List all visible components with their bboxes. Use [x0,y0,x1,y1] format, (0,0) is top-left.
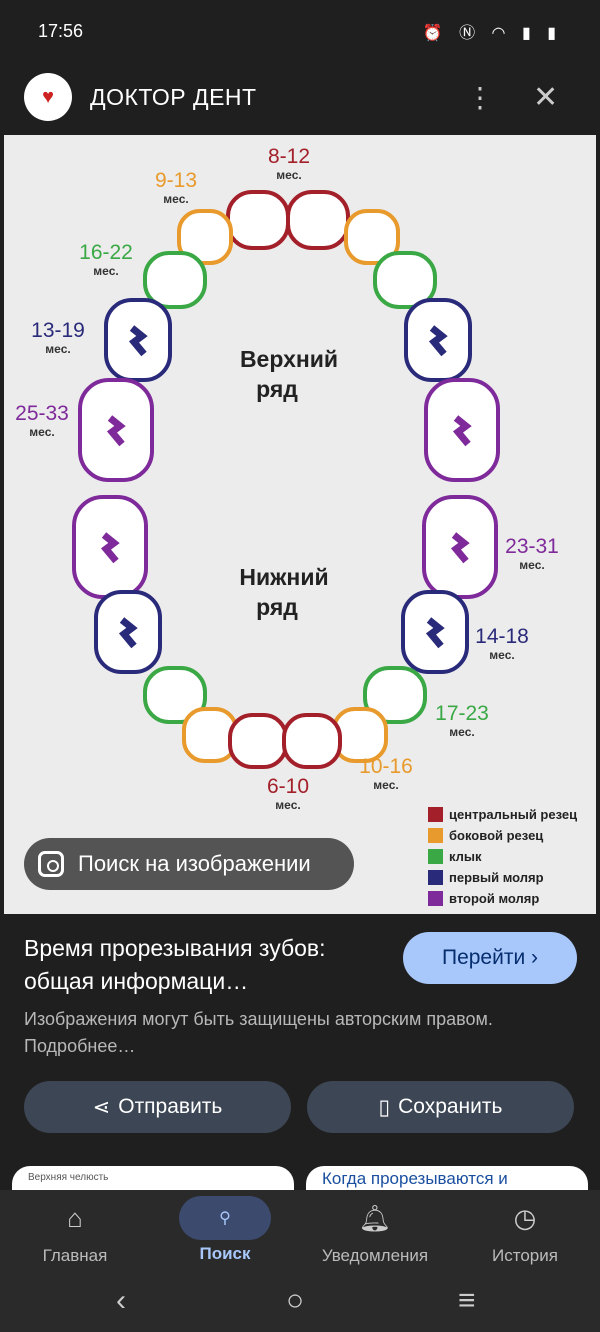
thumb-text: Верхняя челюсть [28,1172,109,1183]
molar-mark [452,415,472,447]
related-thumb-2[interactable]: Когда прорезываются и [306,1166,588,1190]
tooth-u-central [286,190,350,250]
tooth-l-canine [143,666,207,724]
nav-label: Уведомления [321,1246,429,1265]
home-circle-icon[interactable]: ○ [286,1284,305,1317]
age-unit: мес. [275,798,300,812]
age-label: 8-12 [268,145,310,168]
status-icons: ⏰ Ⓝ ◠ ▮ ▮ [422,25,562,42]
age-unit: мес. [45,342,70,356]
age-unit: мес. [29,425,54,439]
molar-mark [128,325,148,357]
status-bar: 17:56 ⏰ Ⓝ ◠ ▮ ▮ [0,0,600,62]
molar-mark [450,532,470,564]
age-label: 6-10 [267,775,309,798]
copyright-note[interactable]: Изображения могут быть защищены авторски… [24,1009,493,1056]
bottom-nav: ⌂ Главная ⚲ Поиск 🔔︎ Уведомления ◷ История [0,1190,600,1280]
legend-label: клык [449,849,482,864]
age-unit: мес. [93,264,118,278]
tooth-l-canine [363,666,427,724]
tooth-u-canine [373,251,437,309]
age-unit: мес. [449,725,474,739]
legend-label: боковой резец [449,828,543,843]
site-logo: ♥ [24,73,72,121]
nav-label: История [492,1246,558,1265]
molar-mark [428,325,448,357]
lens-label: Поиск на изображении [78,851,311,876]
molar-mark [106,415,126,447]
tooth-l-central [228,713,288,769]
tooth-u-canine [143,251,207,309]
thumb-text: Когда прорезываются и [322,1169,508,1188]
nav-search[interactable]: ⚲ Поиск [150,1190,300,1264]
nav-label: Поиск [199,1244,251,1263]
visit-button[interactable]: Перейти › [403,932,577,984]
legend-swatch [428,828,443,843]
molar-mark [118,617,138,649]
lens-search-button[interactable]: Поиск на изображении [24,838,354,890]
legend-label: центральный резец [449,807,577,822]
legend-swatch [428,891,443,906]
search-icon: ⚲ [179,1196,271,1240]
result-title[interactable]: Время прорезывания зубов: общая информац… [24,935,326,994]
home-icon: ⌂ [67,1202,83,1233]
nav-notifications[interactable]: 🔔︎ Уведомления [300,1190,450,1266]
tooth-u-central [226,190,290,250]
age-unit: мес. [373,778,398,792]
molar-mark [425,617,445,649]
related-thumb-1[interactable]: Верхняя челюсть [12,1166,294,1190]
age-unit: мес. [519,558,544,572]
age-label: 13-19 [31,319,85,342]
close-icon[interactable]: ✕ [533,80,559,114]
upper-row-label: ряд [256,376,298,402]
legend-label: второй моляр [449,891,539,906]
system-nav: ‹ ○ ≡ [0,1280,600,1332]
age-label: 14-18 [475,625,529,648]
lower-row-label: Нижний [239,564,328,590]
tooth-l-central [282,713,342,769]
age-label: 25-33 [15,402,69,425]
recents-icon[interactable]: ≡ [458,1284,476,1317]
age-label: 16-22 [79,241,133,264]
tooth-u-lateral [177,209,233,265]
age-unit: мес. [163,192,188,206]
back-icon[interactable]: ‹ [116,1284,126,1317]
legend-swatch [428,807,443,822]
legend-swatch [428,870,443,885]
bookmark-icon: ▯ [378,1095,391,1119]
save-button[interactable]: ▯ Сохранить [307,1081,574,1133]
site-title: ДОКТОР ДЕНТ [90,83,257,110]
age-unit: мес. [489,648,514,662]
tooth-u-lateral [344,209,400,265]
share-icon: ⋖ [92,1095,111,1119]
age-label: 23-31 [505,535,559,558]
teeth-diagram: 8-12мес.9-13мес.16-22мес.13-19мес.25-33м… [15,145,577,906]
header: ♥ ДОКТОР ДЕНТ ⋮ ✕ [0,62,600,132]
bell-icon: 🔔︎ [358,1202,392,1233]
age-unit: мес. [276,168,301,182]
nav-history[interactable]: ◷ История [450,1190,600,1266]
share-button[interactable]: ⋖ Отправить [24,1081,291,1133]
lower-row-label: ряд [256,594,298,620]
molar-mark [100,532,120,564]
history-icon: ◷ [513,1202,537,1233]
share-label: Отправить [118,1095,223,1118]
save-label: Сохранить [398,1095,503,1118]
age-label: 17-23 [435,702,489,725]
nav-label: Главная [42,1246,108,1265]
age-label: 10-16 [359,755,413,778]
more-options-icon[interactable]: ⋮ [466,81,494,113]
age-label: 9-13 [155,169,197,192]
legend-label: первый моляр [449,870,544,885]
nav-home[interactable]: ⌂ Главная [0,1190,150,1266]
clock: 17:56 [38,20,84,41]
upper-row-label: Верхний [240,346,338,372]
lens-icon [38,851,64,877]
legend-swatch [428,849,443,864]
